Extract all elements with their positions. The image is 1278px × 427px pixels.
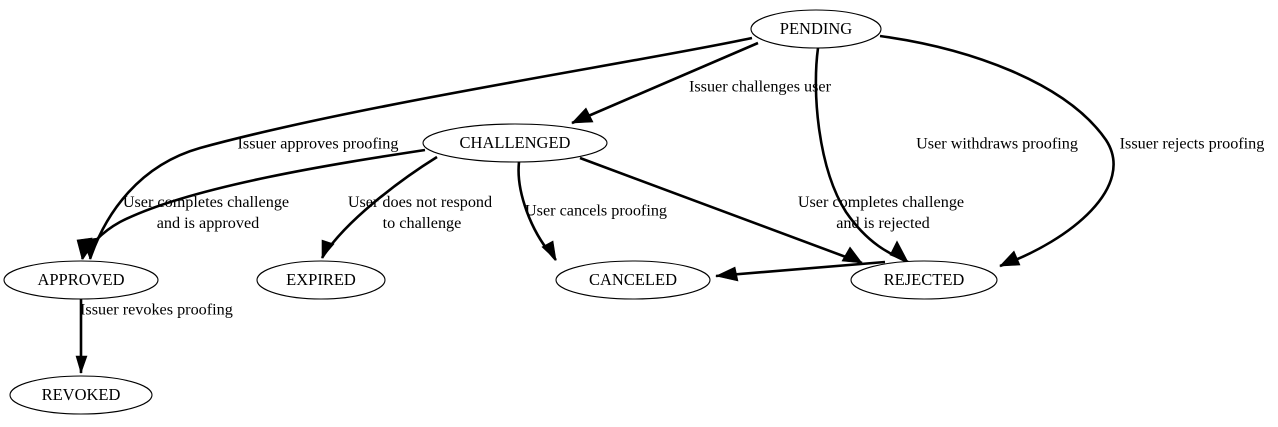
edge-path [715,260,886,278]
node-label: REVOKED [42,385,121,404]
node-shape [422,123,608,163]
arrowhead-icon [715,266,739,282]
edge-path [88,36,753,260]
node-shape [750,9,882,49]
arrowhead-icon [571,107,594,124]
edge-label-issuer-challenges-user: Issuer challenges user [689,78,832,96]
edges-layer: Issuer approves proofing Issuer challeng… [75,34,1265,374]
node-label: APPROVED [37,270,124,289]
node-revoked[interactable]: REVOKED [9,375,153,415]
arrowhead-icon [321,239,335,259]
edge-path [579,156,863,265]
edge-label-user-does-not-respond: User does not respond to challenge [348,193,496,232]
edge-pending-rejected-reject[interactable]: Issuer rejects proofing [879,34,1265,268]
arrowhead-icon [75,355,88,374]
node-rejected[interactable]: REJECTED [850,260,998,300]
node-label: CANCELED [589,270,677,289]
edge-label-line1: User completes challenge [123,193,289,211]
edge-label-issuer-revokes-proofing: Issuer revokes proofing [80,301,233,319]
edge-path [879,34,1115,268]
node-shape [256,260,386,300]
edge-label-line2: and is approved [157,214,260,232]
arrowhead-icon [999,250,1021,267]
edge-label-line2: and is rejected [836,214,929,232]
edge-rejected-canceled[interactable] [715,260,886,282]
edge-path [814,47,909,264]
node-label: REJECTED [884,270,965,289]
node-canceled[interactable]: CANCELED [555,260,711,300]
node-label: CHALLENGED [460,133,571,152]
node-pending[interactable]: PENDING [750,9,882,49]
arrowhead-icon [841,246,863,264]
arrowhead-icon [76,237,93,260]
edge-label-line2: to challenge [383,214,462,232]
node-label: PENDING [780,19,852,38]
node-challenged[interactable]: CHALLENGED [422,123,608,163]
edge-label-issuer-approves-proofing: Issuer approves proofing [238,135,399,153]
edge-pending-rejected-withdraw[interactable]: User withdraws proofing [814,47,1078,264]
arrowhead-icon [889,240,909,263]
edge-challenged-approved[interactable]: User completes challenge and is approved [76,148,426,260]
edge-label-line1: User does not respond [348,193,492,211]
node-approved[interactable]: APPROVED [3,260,159,300]
edge-approved-revoked[interactable]: Issuer revokes proofing [75,299,233,374]
edge-path [571,41,759,125]
node-expired[interactable]: EXPIRED [256,260,386,300]
edge-path [80,148,426,260]
edge-pending-challenged[interactable]: Issuer challenges user [571,41,832,125]
edge-challenged-rejected[interactable]: User completes challenge and is rejected [579,156,968,265]
node-shape [9,375,153,415]
arrowhead-icon [541,240,557,261]
edge-label-user-completes-challenge-approved: User completes challenge and is approved [123,193,293,232]
edge-label-user-cancels-proofing: User cancels proofing [525,202,667,220]
edge-challenged-canceled[interactable]: User cancels proofing [517,161,667,261]
edge-challenged-expired[interactable]: User does not respond to challenge [320,155,496,259]
edge-label-issuer-rejects-proofing: Issuer rejects proofing [1120,135,1265,153]
node-shape [850,260,998,300]
edge-label-user-completes-challenge-rejected: User completes challenge and is rejected [798,193,968,232]
edge-label-user-withdraws-proofing: User withdraws proofing [916,135,1078,153]
edge-label-line1: User completes challenge [798,193,964,211]
nodes-layer: PENDING CHALLENGED APPROVED EXPIRED CANC… [3,9,998,415]
node-shape [3,260,159,300]
node-label: EXPIRED [286,270,356,289]
node-shape [555,260,711,300]
